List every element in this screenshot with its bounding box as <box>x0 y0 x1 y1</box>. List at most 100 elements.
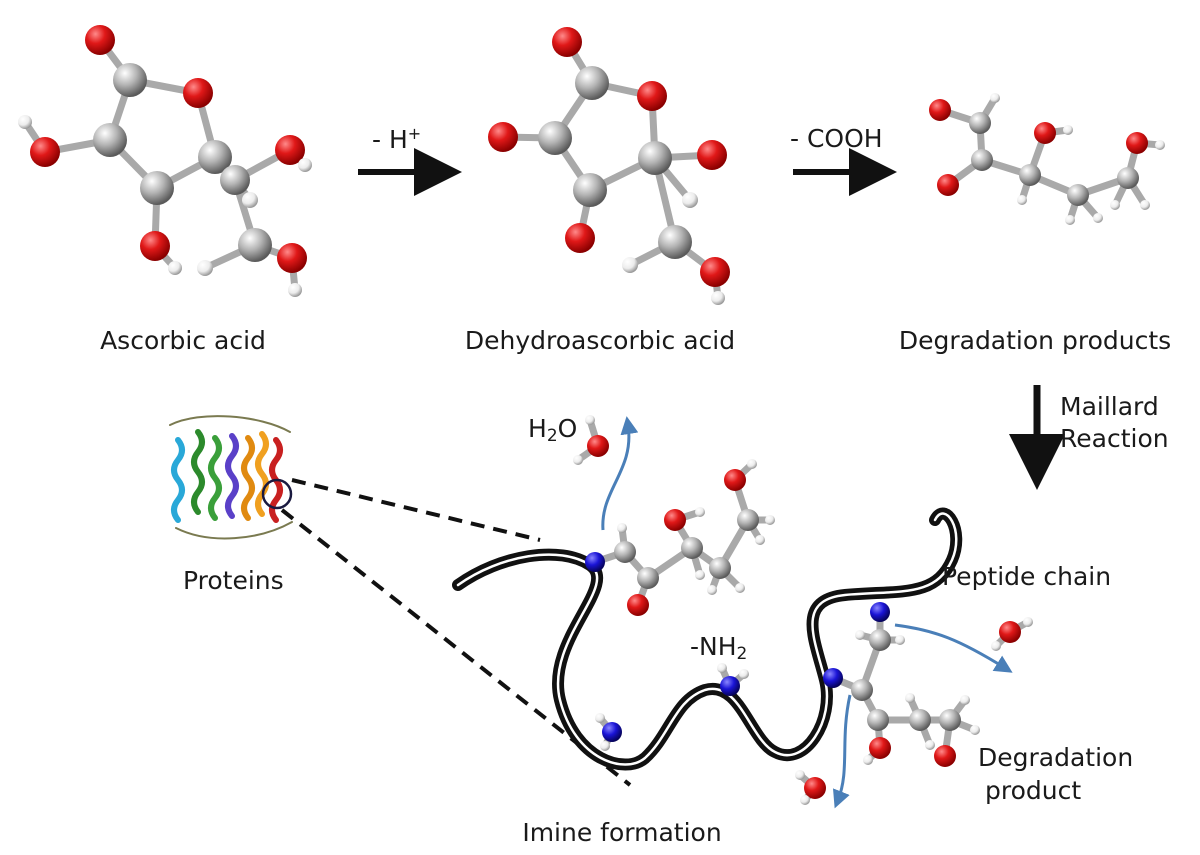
degradation-product-molecule <box>823 602 980 767</box>
carbon-atom <box>737 509 759 531</box>
oxygen-atom <box>869 737 891 759</box>
carbon-atom <box>538 121 572 155</box>
label-ascorbic-acid: Ascorbic acid <box>100 326 266 355</box>
water-and-amine-molecules <box>573 415 1033 805</box>
label-amine: -NH2 <box>690 632 748 664</box>
peptide-chain <box>452 507 963 771</box>
label-maillard-line2: Reaction <box>1060 424 1169 453</box>
label-dehydroascorbic-acid: Dehydroascorbic acid <box>464 326 736 355</box>
oxygen-atom <box>929 99 951 121</box>
oxygen-atom <box>140 231 170 261</box>
nitrogen-atom <box>823 668 843 688</box>
hydrogen-atom <box>622 257 638 273</box>
oxygen-atom <box>934 745 956 767</box>
hydrogen-atom <box>970 725 980 735</box>
zoom-line-upper <box>291 478 541 542</box>
carbon-atom <box>969 112 991 134</box>
oxygen-atom <box>587 435 609 457</box>
nitrogen-atom <box>870 602 890 622</box>
hydrogen-atom <box>1023 617 1033 627</box>
label-peptide-chain: Peptide chain <box>942 562 1112 591</box>
hydrogen-atom <box>1140 200 1150 210</box>
carbon-atom <box>637 567 659 589</box>
carbon-atom <box>681 537 703 559</box>
carbon-atom <box>658 225 692 259</box>
carbon-atom <box>1117 167 1139 189</box>
hydrogen-atom <box>991 641 1001 651</box>
carbon-atom <box>1067 184 1089 206</box>
carbon-atom <box>220 165 250 195</box>
hydrogen-atom <box>855 630 865 640</box>
hydrogen-atom <box>717 663 727 673</box>
hydrogen-atom <box>682 192 698 208</box>
oxygen-atom <box>488 122 518 152</box>
nitrogen-atom <box>585 552 605 572</box>
hydrogen-atom <box>800 795 810 805</box>
oxygen-atom <box>30 137 60 167</box>
hydrogen-atom <box>895 635 905 645</box>
oxygen-atom <box>999 621 1021 643</box>
oxygen-atom <box>637 81 667 111</box>
hydrogen-atom <box>298 158 312 172</box>
hydrogen-atom <box>755 535 765 545</box>
carbon-atom <box>709 557 731 579</box>
hydrogen-atom <box>1093 213 1103 223</box>
hydrogen-atom <box>18 115 32 129</box>
hydrogen-atom <box>1155 140 1165 150</box>
carbon-atom <box>867 709 889 731</box>
hydrogen-atom <box>1065 215 1075 225</box>
label-step-decarboxylation: - COOH <box>790 124 883 153</box>
hydrogen-atom <box>765 515 775 525</box>
hydrogen-atom <box>735 583 745 593</box>
hydrogen-atom <box>960 695 970 705</box>
label-proteins: Proteins <box>183 566 284 595</box>
protein-structure <box>169 415 293 540</box>
oxygen-atom <box>804 777 826 799</box>
hydrogen-atom <box>1063 125 1073 135</box>
hydrogen-atom <box>600 741 610 751</box>
carbon-atom <box>939 709 961 731</box>
hydrogen-atom <box>1110 200 1120 210</box>
carbon-atom <box>573 173 607 207</box>
oxygen-atom <box>697 140 727 170</box>
oxygen-atom <box>565 223 595 253</box>
carbon-atom <box>851 679 873 701</box>
hydrogen-atom <box>739 669 749 679</box>
hydrogen-atom <box>585 415 595 425</box>
carbon-atom <box>614 541 636 563</box>
hydrogen-atom <box>990 93 1000 103</box>
carbon-atom <box>971 149 993 171</box>
nitrogen-atom <box>720 676 740 696</box>
hydrogen-atom <box>795 770 805 780</box>
ascorbic-acid-molecule <box>18 25 312 297</box>
hydrogen-atom <box>905 693 915 703</box>
oxygen-atom <box>85 25 115 55</box>
carbon-atom <box>869 629 891 651</box>
nitrogen-atom <box>602 722 622 742</box>
oxygen-atom <box>552 27 582 57</box>
hydrogen-atom <box>711 291 725 305</box>
carbon-atom <box>1019 164 1041 186</box>
hydrogen-atom <box>197 260 213 276</box>
hydrogen-atom <box>695 570 705 580</box>
label-water: H2O <box>528 414 578 446</box>
label-degradation-products: Degradation products <box>898 326 1172 355</box>
oxygen-atom <box>275 135 305 165</box>
hydrogen-atom <box>695 507 705 517</box>
oxygen-atom <box>1126 132 1148 154</box>
carbon-atom <box>93 123 127 157</box>
oxygen-atom <box>700 257 730 287</box>
flow-arrow-water-right <box>894 623 1013 673</box>
flow-arrow-water-up <box>601 416 639 531</box>
label-degradation-product-line1: Degradation <box>978 743 1134 772</box>
label-step-oxidation: - H+ <box>372 124 422 154</box>
hydrogen-atom <box>707 585 717 595</box>
carbon-atom <box>238 228 272 262</box>
oxygen-atom <box>183 78 213 108</box>
hydrogen-atom <box>863 755 873 765</box>
carbon-atom <box>198 140 232 174</box>
carbon-atom <box>638 141 672 175</box>
hydrogen-atom <box>595 713 605 723</box>
hydrogen-atom <box>617 523 627 533</box>
carbon-atom <box>909 709 931 731</box>
